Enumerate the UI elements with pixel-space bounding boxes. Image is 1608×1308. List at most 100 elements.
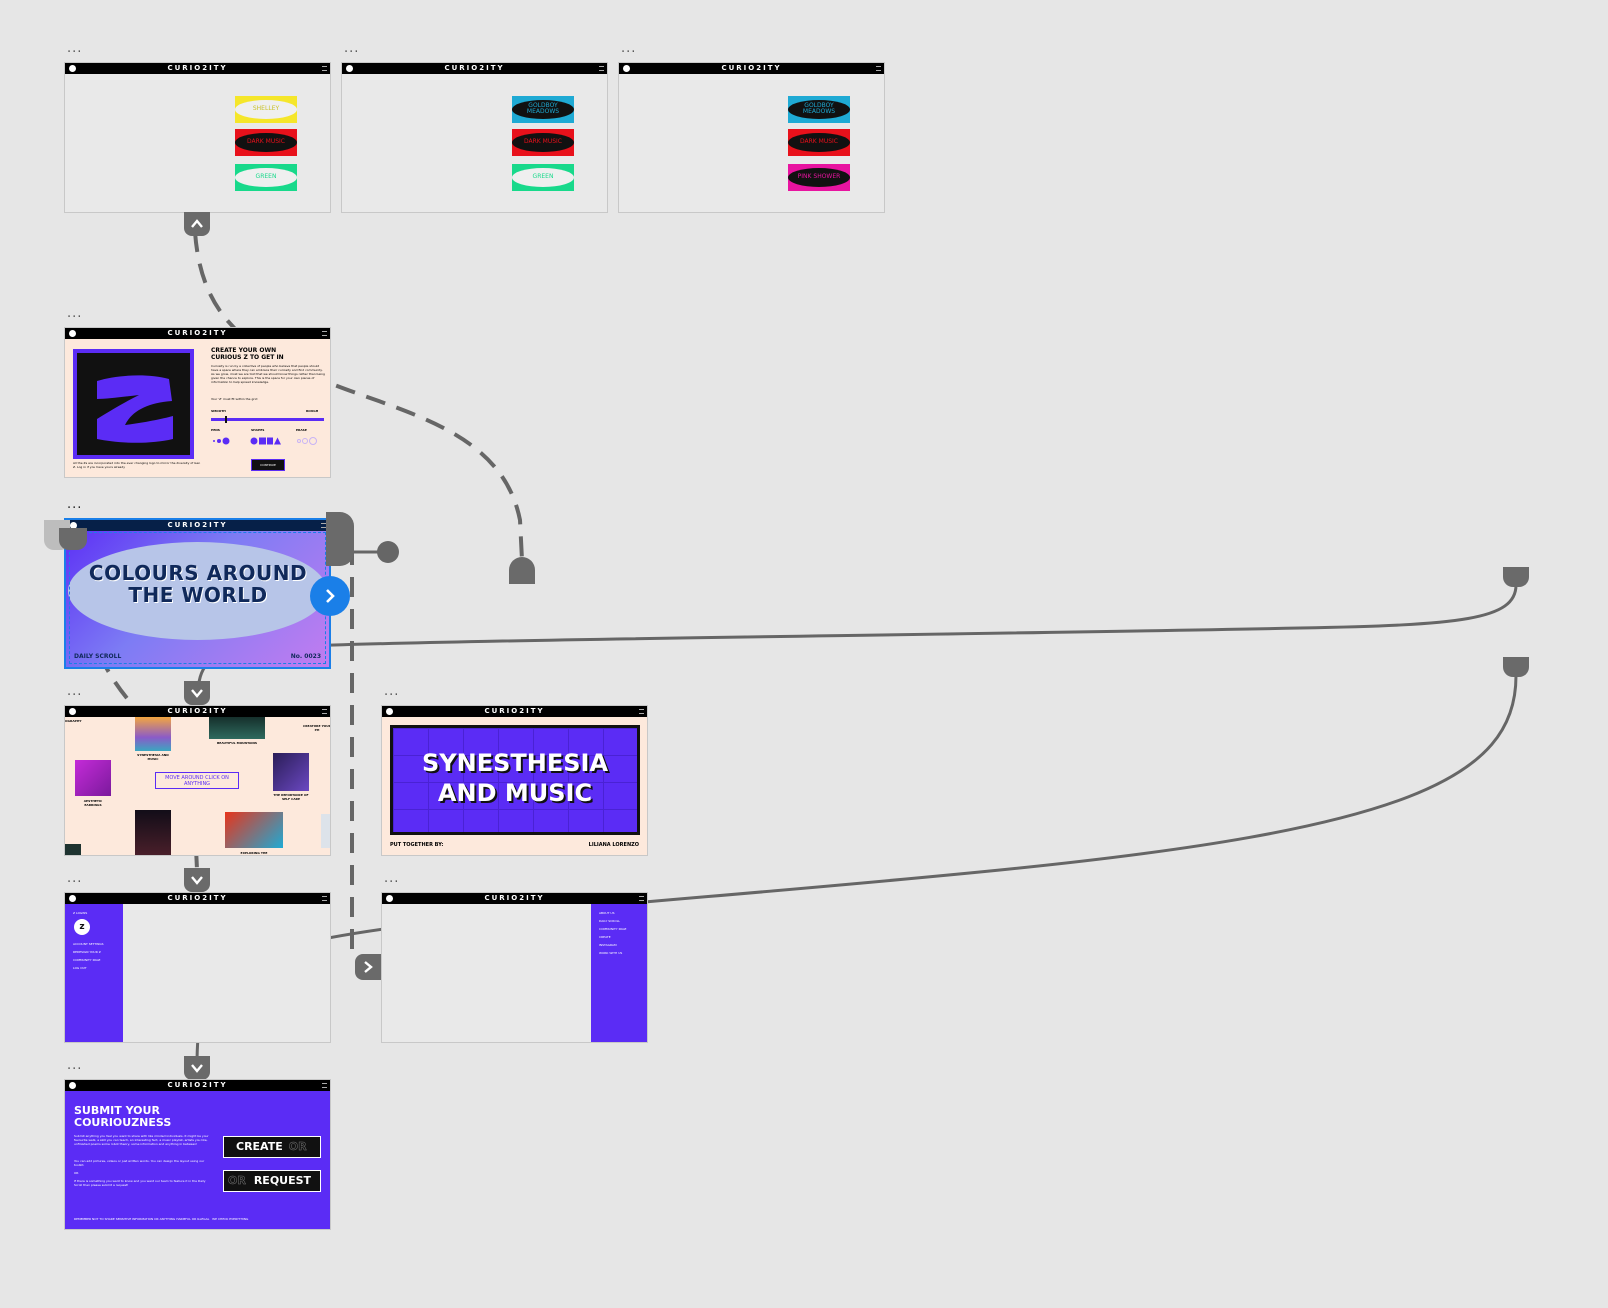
menu-icon[interactable] — [322, 331, 327, 336]
pill-label: DARK MUSIC — [512, 133, 574, 152]
submit-media-note: You can add pictures, videos or just wri… — [74, 1159, 205, 1167]
z-drawing-canvas[interactable] — [73, 349, 194, 459]
menu-item-daily-scroll[interactable]: DAILY SCROLL — [599, 919, 621, 923]
frame-gallery[interactable]: CURIO2ITY OGRAPHY SYNESTHESIA AND MUSIC … — [64, 705, 331, 856]
next-frame-button[interactable] — [310, 576, 350, 616]
menu-icon[interactable] — [322, 66, 327, 71]
gallery-image-edge-right[interactable] — [321, 814, 330, 848]
z-avatar-icon: z — [74, 919, 90, 935]
slider-thumb[interactable] — [225, 416, 227, 423]
roughness-slider[interactable] — [211, 416, 324, 423]
create-caption: All the Zs are incorporated into the eve… — [73, 461, 201, 469]
frame-menu-dots[interactable]: ... — [67, 497, 83, 512]
top-bar: CURIO2ITY — [65, 706, 330, 717]
menu-icon[interactable] — [322, 709, 327, 714]
menu-icon[interactable] — [876, 66, 881, 71]
frame-menu-dots[interactable]: ... — [67, 684, 83, 699]
connector-handle-down[interactable] — [184, 1056, 210, 1080]
menu-icon[interactable] — [639, 709, 644, 714]
brand-name: CURIO2ITY — [484, 894, 545, 902]
frame-theme-1[interactable]: CURIO2ITY SHELLEY DARK MUSIC GREEN — [64, 62, 331, 213]
theme-pill-red[interactable]: DARK MUSIC — [512, 129, 574, 156]
menu-icon[interactable] — [599, 66, 604, 71]
theme-pill-green[interactable]: GREEN — [235, 164, 297, 191]
menu-item-create[interactable]: CREATE — [599, 935, 611, 939]
gallery-image-synesthesia[interactable] — [135, 717, 171, 751]
menu-item-work-with-us[interactable]: WORK WITH US — [599, 951, 623, 955]
sidebar-item-logout[interactable]: LOG OUT — [73, 966, 87, 970]
frame-synesthesia[interactable]: CURIO2ITY SYNESTHESIA AND MUSIC PUT TOGE… — [381, 705, 648, 856]
theme-pill-red[interactable]: DARK MUSIC — [235, 129, 297, 156]
gallery-image-earrings[interactable] — [75, 760, 111, 796]
frame-account-menu[interactable]: CURIO2ITY Z LOGINS z ACCOUNT SETTINGS RE… — [64, 892, 331, 1043]
frame-theme-3[interactable]: CURIO2ITY GOLDBOY MEADOWS DARK MUSIC PIN… — [618, 62, 885, 213]
frame-menu-dots[interactable]: ... — [67, 41, 83, 56]
frame-menu-dots[interactable]: ... — [384, 871, 400, 886]
theme-pill-yellow[interactable]: SHELLEY — [235, 96, 297, 123]
z-shape — [97, 375, 173, 443]
theme-pill-green[interactable]: GREEN — [512, 164, 574, 191]
connector-handle-right[interactable] — [355, 954, 381, 980]
sidebar-item-z-logins[interactable]: Z LOGINS — [73, 911, 88, 915]
theme-pill-cyan[interactable]: GOLDBOY MEADOWS — [788, 96, 850, 123]
chevron-right-icon — [326, 589, 335, 603]
move-around-button[interactable]: MOVE AROUND CLICK ON ANYTHING — [155, 772, 239, 789]
colours-title: COLOURS AROUND THE WORLD — [88, 561, 308, 607]
frame-theme-2[interactable]: CURIO2ITY GOLDBOY MEADOWS DARK MUSIC GRE… — [341, 62, 608, 213]
menu-icon[interactable] — [322, 1083, 327, 1088]
connector-handle-down[interactable] — [184, 868, 210, 892]
frame-colours-around-the-world[interactable]: CURIO2ITY COLOURS AROUND THE WORLD DAILY… — [64, 518, 331, 669]
sidebar-item-community[interactable]: COMMUNITY PAGE — [73, 958, 101, 962]
sidebar-item-redesign[interactable]: REDESIGN YOUR Z — [73, 950, 101, 954]
menu-icon[interactable] — [321, 523, 326, 528]
frame-create-z[interactable]: CURIO2ITY CREATE YOUR OWN CURIOUS Z TO G… — [64, 327, 331, 478]
frame-site-menu[interactable]: CURIO2ITY ABOUT US DAILY SCROLL COMMUNIT… — [381, 892, 648, 1043]
brand-name: CURIO2ITY — [444, 64, 505, 72]
frame-menu-dots[interactable]: ... — [621, 41, 637, 56]
menu-icon[interactable] — [322, 896, 327, 901]
gallery-image-mountains[interactable] — [209, 717, 265, 739]
menu-icon[interactable] — [639, 896, 644, 901]
frame-menu-dots[interactable]: ... — [67, 1058, 83, 1073]
brand-name: CURIO2ITY — [167, 1081, 228, 1089]
menu-item-community[interactable]: COMMUNITY PAGE — [599, 927, 627, 931]
frame-menu-dots[interactable]: ... — [384, 684, 400, 699]
connector-start-right[interactable] — [326, 512, 354, 566]
gallery-image-night[interactable] — [135, 810, 171, 855]
connector-end-right-2[interactable] — [1503, 657, 1529, 677]
theme-pill-pink[interactable]: PINK SHOWER — [788, 164, 850, 191]
put-together-label: PUT TOGETHER BY: — [390, 842, 444, 848]
connector-start-left-dark[interactable] — [59, 528, 87, 550]
frame-menu-dots[interactable]: ... — [67, 871, 83, 886]
logo-icon — [69, 895, 76, 902]
brand-name: CURIO2ITY — [167, 64, 228, 72]
pill-label: SHELLEY — [235, 100, 297, 119]
logo-icon — [346, 65, 353, 72]
sidebar-item-account-settings[interactable]: ACCOUNT SETTINGS — [73, 942, 104, 946]
frame-submit[interactable]: CURIO2ITY SUBMIT YOUR COURIOUZNESS Submi… — [64, 1079, 331, 1230]
gallery-image-exploring[interactable] — [225, 812, 283, 848]
continue-button[interactable]: CONTINUE — [251, 459, 285, 471]
gallery-item-label: OGRAPHY — [65, 719, 82, 723]
theme-pill-red[interactable]: DARK MUSIC — [788, 129, 850, 156]
logo-icon — [70, 522, 77, 529]
tool-icons[interactable] — [211, 436, 331, 446]
logo-icon — [69, 65, 76, 72]
chevron-down-icon — [191, 689, 203, 698]
theme-pill-cyan[interactable]: GOLDBOY MEADOWS — [512, 96, 574, 123]
connector-handle-up[interactable] — [184, 212, 210, 236]
request-button-label: REQUEST — [253, 1174, 312, 1187]
gallery-image-edge[interactable] — [65, 844, 81, 855]
menu-item-instagram[interactable]: INSTAGRAM — [599, 943, 617, 947]
gallery-item-label: EXPLORING THE — [240, 851, 268, 855]
frame-menu-dots[interactable]: ... — [67, 306, 83, 321]
connector-end-right-1[interactable] — [1503, 567, 1529, 587]
gallery-image-self-care[interactable] — [273, 753, 309, 791]
frame-menu-dots[interactable]: ... — [344, 41, 360, 56]
logo-icon — [69, 1082, 76, 1089]
menu-item-about[interactable]: ABOUT US — [599, 911, 615, 915]
top-bar: CURIO2ITY — [382, 893, 647, 904]
connector-handle-down[interactable] — [184, 681, 210, 705]
